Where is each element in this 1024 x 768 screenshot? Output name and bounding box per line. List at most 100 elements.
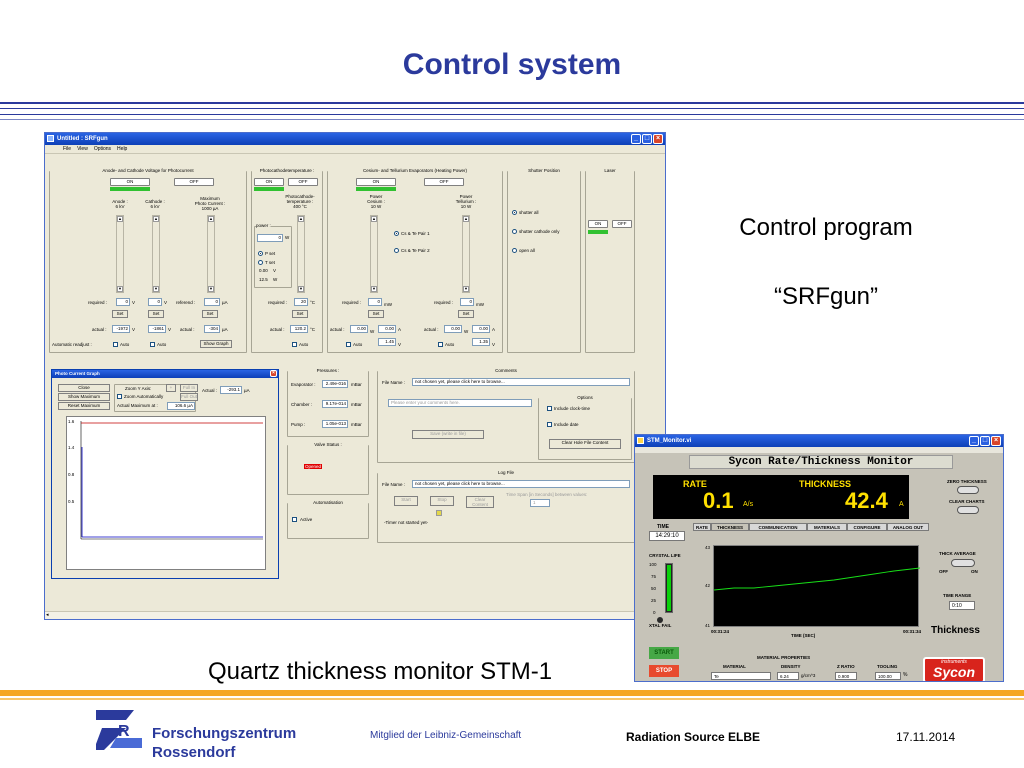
te-auto-checkbox[interactable] [438,342,443,347]
temperature-set-button[interactable]: Set [292,310,308,318]
include-date-checkbox[interactable] [547,422,552,427]
reset-maximum-button[interactable]: Reset Maximum [58,402,110,410]
menu-view[interactable]: View [77,146,88,152]
comment-input[interactable]: Please enter your comments here. [388,399,532,407]
anode-off-button[interactable]: OFF [174,178,214,186]
anode-on-button[interactable]: ON [110,178,150,186]
logfile-input[interactable]: not chosen yet, please click here to bro… [412,480,630,488]
photocathode-on-indicator [254,187,284,191]
required-cs-input[interactable]: 0 [368,298,382,306]
menu-options[interactable]: Options [93,146,112,152]
tab-rate[interactable]: RATE [693,523,711,531]
comments-file-input[interactable]: not chosen yet, please click here to bro… [412,378,630,386]
power-input[interactable]: 0 [257,234,283,242]
evaporator-off-button[interactable]: OFF [424,178,464,186]
graph-titlebar[interactable]: Photo Current Graph × [52,370,278,378]
stm-maximize-icon[interactable]: □ [980,436,990,446]
include-clock-checkbox[interactable] [547,406,552,411]
automation-active-checkbox[interactable] [292,517,297,522]
pair2-radio[interactable] [394,248,399,253]
anode-slider[interactable]: ▲▼ [116,215,124,293]
maximize-icon[interactable]: □ [642,134,652,144]
material-input[interactable]: Te [711,672,771,680]
cathode-set-button[interactable]: Set [148,310,164,318]
show-graph-button[interactable]: Show Graph [200,340,232,348]
tab-thickness[interactable]: THICKNESS [711,523,749,531]
photocathode-off-button[interactable]: OFF [288,178,318,186]
temperature-slider[interactable]: ▲▼ [297,215,305,293]
clear-charts-label: CLEAR CHARTS [949,499,985,504]
required-current-input[interactable]: 0 [204,298,220,306]
cathode-auto-checkbox[interactable] [150,342,155,347]
tab-communication[interactable]: COMMUNICATION [749,523,807,531]
cs-set-button[interactable]: Set [368,310,384,318]
anode-set-button[interactable]: Set [112,310,128,318]
cs-auto-checkbox[interactable] [346,342,351,347]
stm-close-icon[interactable]: × [991,436,1001,446]
cathode-slider[interactable]: ▲▼ [152,215,160,293]
te-set-button[interactable]: Set [458,310,474,318]
evaporator-on-button[interactable]: ON [356,178,396,186]
clear-hole-file-button[interactable]: Clear Hole File Content [549,439,621,449]
caption-srfgun: “SRFgun” [773,283,879,310]
laser-off-button[interactable]: OFF [612,220,632,228]
cesium-slider[interactable]: ▲▼ [370,215,378,293]
thick-average-toggle[interactable] [951,559,975,567]
tab-materials[interactable]: MATERIALS [807,523,847,531]
full-out-button[interactable]: Full Out [180,393,198,401]
p-set-radio[interactable] [258,251,263,256]
zoom-in-small-button[interactable]: + [166,384,176,392]
required-anode-input[interactable]: 0 [116,298,130,306]
t-set-radio[interactable] [258,260,263,265]
menu-file[interactable]: File [63,146,72,152]
graph-close-button[interactable]: Close [58,384,110,392]
pair1-radio[interactable] [394,231,399,236]
photocathode-on-button[interactable]: ON [254,178,284,186]
shutter-group: Shutter Position shutter all shutter cat… [507,168,581,353]
time-span-input[interactable]: 1 [530,499,550,507]
plot-name: Thickness [931,625,980,636]
required-cathode-input[interactable]: 0 [148,298,162,306]
anode-auto-checkbox[interactable] [113,342,118,347]
shutter-cathode-radio[interactable] [512,229,517,234]
stm-minimize-icon[interactable]: _ [969,436,979,446]
log-clear-button[interactable]: Clear Content [466,496,494,508]
close-icon[interactable]: × [653,134,663,144]
tellurium-slider[interactable]: ▲▼ [462,215,470,293]
open-all-radio[interactable] [512,248,517,253]
scroll-left-icon[interactable]: ◂ [46,612,49,618]
start-button[interactable]: START [649,647,679,659]
minimize-icon[interactable]: _ [631,134,641,144]
show-maximum-button[interactable]: Show Maximum [58,393,110,401]
current-set-button[interactable]: Set [202,310,218,318]
graph-close-icon[interactable]: × [270,370,277,377]
horizontal-scrollbar[interactable]: ◂ [45,611,665,619]
stop-button[interactable]: STOP [649,665,679,677]
required-te-input[interactable]: 0 [460,298,474,306]
zero-thickness-button[interactable] [957,486,979,494]
save-comment-button[interactable]: Save (write in file) [412,430,484,439]
laser-on-button[interactable]: ON [588,220,608,228]
tooling-input[interactable]: 100.00 [875,672,901,680]
stm-titlebar[interactable]: STM_Monitor.vi _ □ × [635,435,1003,447]
tab-configure[interactable]: CONFIGURE [847,523,887,531]
shutter-all-radio[interactable] [512,210,517,215]
density-input[interactable]: 6.24 [777,672,799,680]
time-range-input[interactable]: 0:10 [949,601,975,610]
zoom-auto-checkbox[interactable] [117,394,122,399]
required-temperature-input[interactable]: 20 [294,298,308,306]
crystal-life-gauge [665,563,673,613]
menu-help[interactable]: Help [117,146,128,152]
clear-charts-button[interactable] [957,506,979,514]
zratio-input[interactable]: 0.900 [835,672,857,680]
log-start-button[interactable]: Start [394,496,418,506]
thick-average-label: THICK AVERAGE [939,551,976,556]
current-slider[interactable]: ▲▼ [207,215,215,293]
tab-analog-out[interactable]: ANALOG OUT [887,523,929,531]
log-stop-button[interactable]: Stop [430,496,454,506]
temperature-auto-checkbox[interactable] [292,342,297,347]
timer-status: -Timer not started yet- [384,520,429,525]
full-in-button[interactable]: Full In [180,384,198,392]
srfgun-titlebar[interactable]: Untitled : SRFgun _ □ × [45,133,665,145]
anode-label: Anode : [112,199,128,204]
